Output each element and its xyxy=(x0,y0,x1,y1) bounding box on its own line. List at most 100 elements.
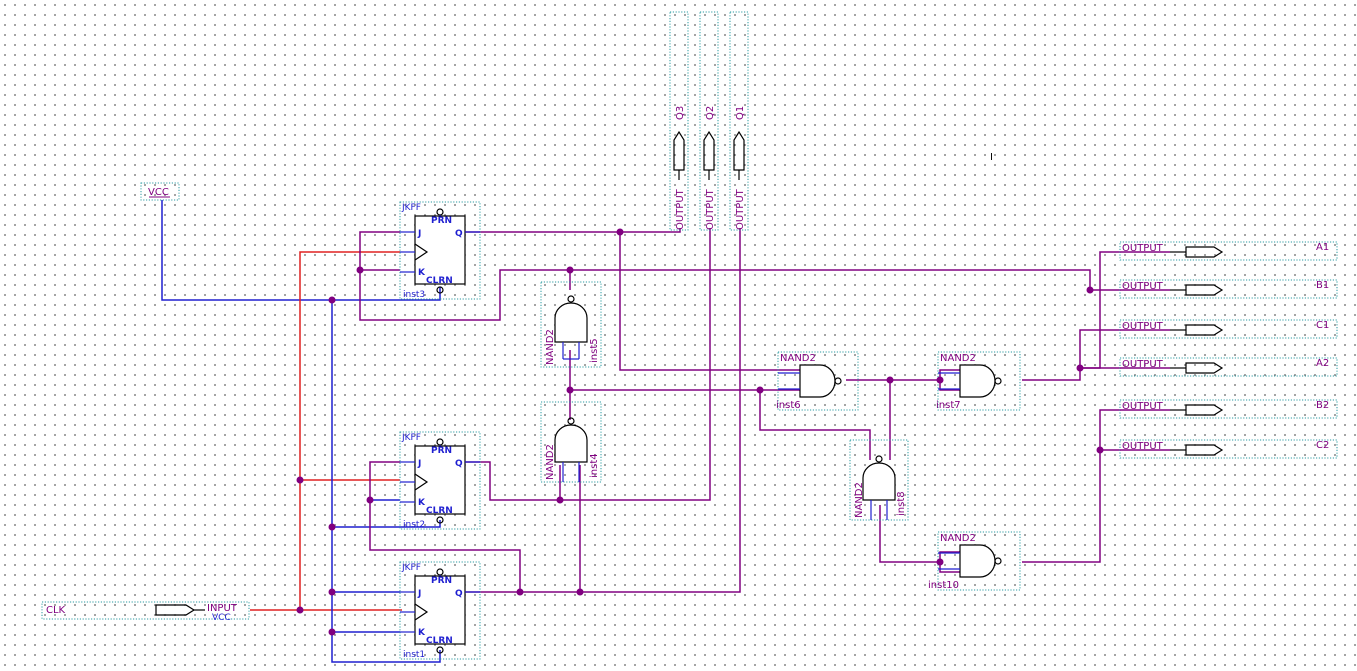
output-pin-label: OUTPUT xyxy=(1122,281,1164,292)
gate-type-label: NAND2 xyxy=(545,444,556,480)
output-pin-icon xyxy=(1185,404,1224,416)
clrn-label: CLRN xyxy=(426,276,453,286)
gate-instance-label: inst7 xyxy=(936,400,961,411)
junction xyxy=(1096,446,1104,454)
instance-label: inst3 xyxy=(403,290,425,300)
prn-label: PRN xyxy=(431,446,452,456)
wire-c1 xyxy=(1079,329,1120,368)
inverter-bubble-icon xyxy=(567,417,575,425)
clock-input-icon xyxy=(414,603,429,621)
output-name-label: Q3 xyxy=(675,106,686,120)
prn-label: PRN xyxy=(431,216,452,226)
wire-inst8-out xyxy=(879,505,940,563)
k-label: K xyxy=(418,268,426,278)
clk-label: CLK xyxy=(46,605,66,616)
junction xyxy=(328,628,336,636)
q-label: Q xyxy=(455,589,463,599)
junction xyxy=(296,476,304,484)
clrn-wire xyxy=(331,300,441,663)
vcc-symbol[interactable]: VCC xyxy=(140,182,180,201)
wire-a1 xyxy=(1080,251,1120,369)
gate-type-label: NAND2 xyxy=(854,482,865,518)
junction xyxy=(356,266,364,274)
clrn-bubble-icon xyxy=(436,286,444,294)
jkff-type-label: JKFF xyxy=(401,433,421,443)
gate-type-label: NAND2 xyxy=(940,533,976,544)
junction xyxy=(566,266,574,274)
output-name-label: A1 xyxy=(1316,242,1329,253)
prn-bubble-icon xyxy=(436,568,444,576)
input-label: INPUT xyxy=(207,603,238,614)
output-pin-label: OUTPUT xyxy=(1122,359,1164,370)
clrn-bubble-icon xyxy=(436,516,444,524)
input-sub: VCC xyxy=(212,613,231,623)
clrn-label: CLRN xyxy=(426,636,453,646)
inverter-bubble-icon xyxy=(994,557,1002,565)
wire-ff2-j xyxy=(369,461,521,592)
purple-wires xyxy=(359,228,1120,593)
nand-gate-inst5[interactable]: NAND2 inst5 xyxy=(540,281,602,368)
clrn-label: CLRN xyxy=(426,506,453,516)
gate-instance-label: inst5 xyxy=(589,338,600,363)
jk-flipflops: JKFFPRNCLRNJKQinst3JKFFPRNCLRNJKQinst2JK… xyxy=(399,201,481,660)
gate-type-label: NAND2 xyxy=(545,329,556,365)
stray-mark: I xyxy=(990,152,993,163)
j-label: J xyxy=(417,229,421,239)
junction xyxy=(756,386,764,394)
nand-body-icon xyxy=(959,364,996,398)
nand-gate-inst6[interactable]: NAND2 inst6 xyxy=(776,351,859,411)
junction xyxy=(328,296,336,304)
junction xyxy=(936,376,944,384)
nand-body-icon xyxy=(862,462,896,501)
q-label: Q xyxy=(455,459,463,469)
clk-input-pin[interactable]: CLK INPUT VCC xyxy=(41,601,250,623)
gate-type-label: NAND2 xyxy=(780,353,816,364)
output-pin-label: OUTPUT xyxy=(735,188,746,230)
output-name-label: Q2 xyxy=(705,106,716,120)
clock-input-icon xyxy=(414,473,429,491)
k-label: K xyxy=(418,628,426,638)
clrn-bubble-icon xyxy=(436,646,444,654)
junction xyxy=(366,496,374,504)
output-pin-icon xyxy=(703,130,715,171)
vcc-label: VCC xyxy=(148,187,169,198)
output-pin-label: OUTPUT xyxy=(675,188,686,230)
output-name-label: C2 xyxy=(1316,440,1329,451)
output-pin-icon xyxy=(1185,324,1224,336)
junction xyxy=(886,376,894,384)
prn-bubble-icon xyxy=(436,438,444,446)
output-pin-icon xyxy=(733,130,745,171)
output-pin-label: OUTPUT xyxy=(1122,321,1164,332)
nand-gate-inst7[interactable]: NAND2 inst7 xyxy=(936,351,1021,411)
nand-body-icon xyxy=(959,544,996,578)
output-pin-label: OUTPUT xyxy=(1122,401,1164,412)
gate-instance-label: inst6 xyxy=(776,400,801,411)
nand-body-icon xyxy=(554,424,588,463)
blue-pin-wires xyxy=(331,300,441,663)
prn-label: PRN xyxy=(431,576,452,586)
output-pin-icon xyxy=(673,130,685,171)
junction xyxy=(328,523,336,531)
inverter-bubble-icon xyxy=(994,377,1002,385)
gate-type-label: NAND2 xyxy=(940,353,976,364)
wire-inst10-out xyxy=(1022,409,1120,563)
